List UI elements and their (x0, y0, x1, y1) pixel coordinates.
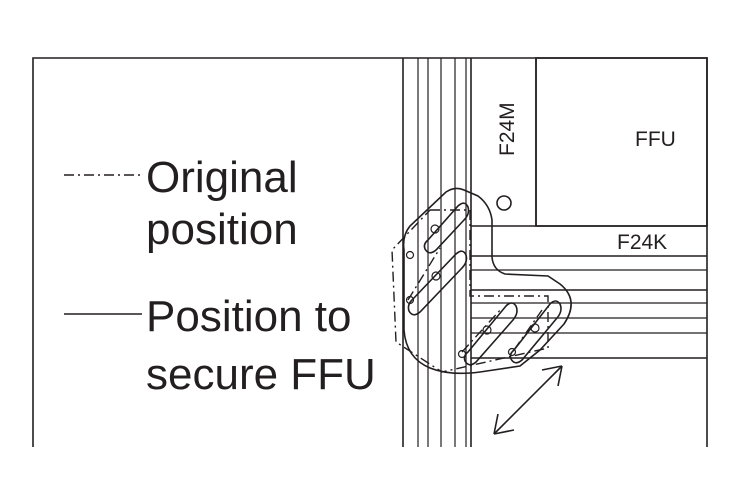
label-ffu: FFU (635, 128, 676, 151)
outer-frame (32, 57, 708, 447)
mounting-hole (496, 195, 512, 211)
bracket-slot (407, 250, 468, 316)
horizontal-rail (471, 255, 707, 359)
double-arrow-icon (493, 365, 563, 435)
bracket-slot (463, 302, 518, 366)
bracket-original-position (391, 209, 549, 373)
legend-secure-line2: secure FFU (146, 350, 376, 399)
label-f24k: F24K (617, 231, 667, 254)
bracket-slot (423, 202, 470, 254)
vertical-rail (402, 58, 472, 447)
label-f24m: F24M (496, 102, 519, 156)
legend-secure-line1: Position to (146, 292, 351, 341)
legend-original-line1: Original (146, 153, 298, 202)
ffu-panel (535, 57, 708, 227)
bracket-slot (509, 300, 562, 364)
legend-original-line2: position (146, 205, 298, 254)
bracket-secure-position (402, 187, 572, 375)
